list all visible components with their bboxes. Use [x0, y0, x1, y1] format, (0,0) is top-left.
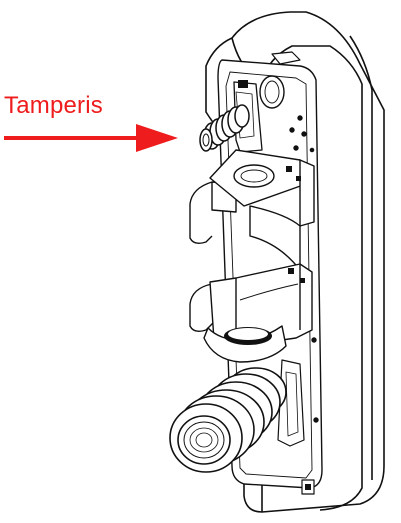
battery-clip-lower: [189, 263, 313, 363]
callout-label: Tamperis: [4, 92, 103, 119]
cable-spring: [169, 367, 287, 473]
tamper-spring: [199, 104, 250, 152]
callout-arrow: [4, 124, 178, 152]
battery-clip-upper: [189, 149, 315, 271]
